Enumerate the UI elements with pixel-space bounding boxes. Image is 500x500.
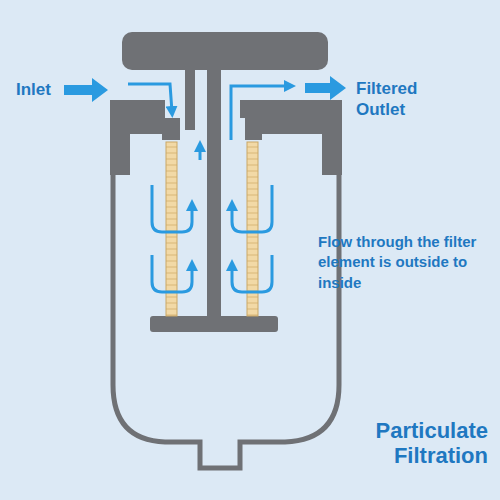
filter-element-right (247, 142, 258, 316)
inlet-arrow (64, 78, 108, 102)
filter-element-left (166, 142, 177, 316)
outlet-arrow (305, 76, 346, 100)
outlet-label: Filtered Outlet (356, 78, 456, 121)
flow-arrows (128, 84, 290, 292)
center-rod (207, 66, 221, 322)
bottom-plate (150, 316, 278, 332)
inlet-divider (185, 66, 195, 130)
diagram-title: Particulate Filtration (338, 418, 488, 469)
flow-note: Flow through the filter element is outsi… (318, 232, 490, 293)
filter-bowl (113, 140, 339, 468)
housing-cap (122, 32, 328, 70)
inlet-label: Inlet (16, 80, 76, 100)
